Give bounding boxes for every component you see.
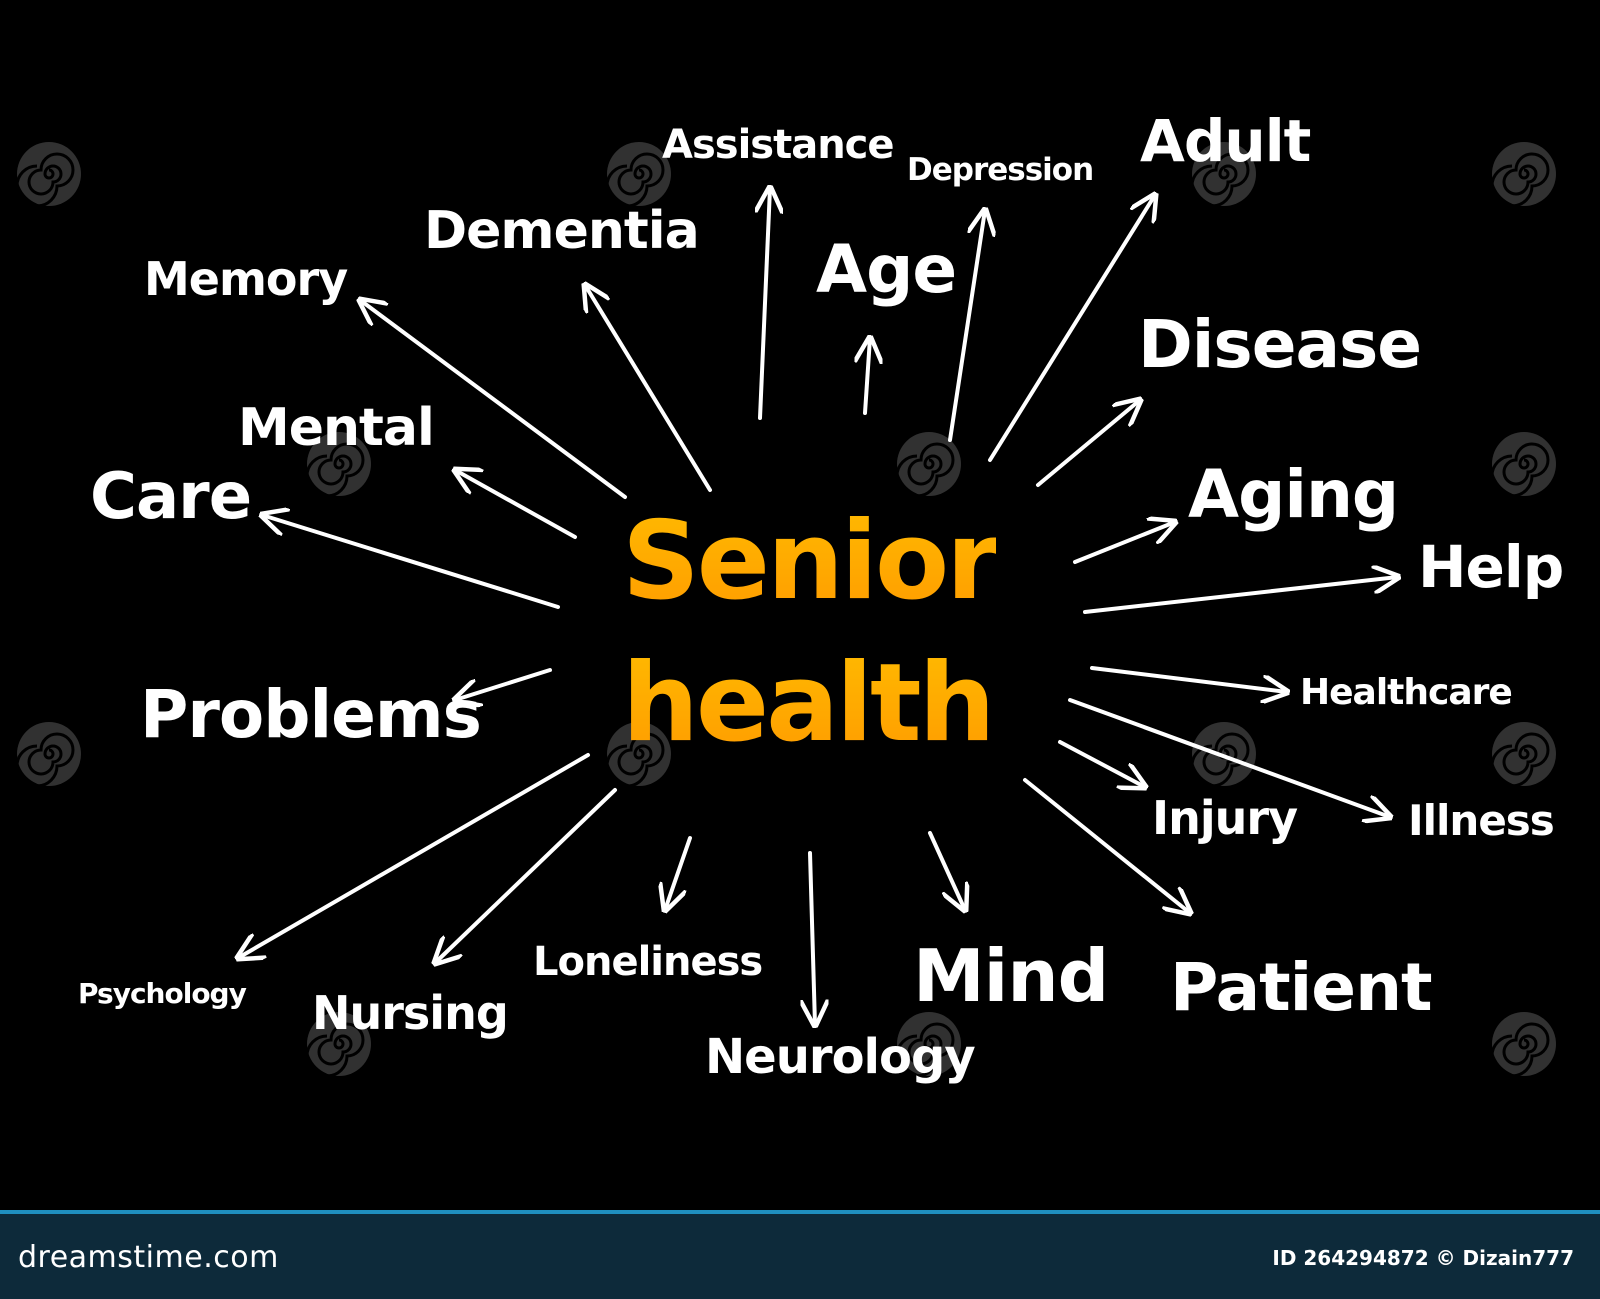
term-disease: Disease — [1138, 306, 1422, 383]
footer-stripe — [0, 1210, 1600, 1214]
arrow-nursing — [435, 788, 617, 963]
arrow-care — [262, 515, 560, 609]
spiral-logo-icon — [605, 722, 671, 788]
term-neurology: Neurology — [705, 1029, 976, 1085]
arrows-layer — [0, 0, 1600, 1210]
spiral-logo-icon — [895, 1012, 961, 1078]
arrow-memory — [360, 300, 627, 499]
arrow-mental — [455, 470, 577, 539]
spiral-logo-icon — [15, 142, 81, 208]
arrow-help — [1083, 577, 1398, 614]
term-adult: Adult — [1140, 107, 1311, 175]
spiral-logo-icon — [1190, 722, 1256, 788]
term-assistance: Assistance — [662, 122, 895, 168]
arrow-age — [865, 338, 870, 415]
arrow-psychology — [238, 753, 590, 958]
mind-map-canvas: Senior health Assistance Depression Adul… — [0, 0, 1600, 1210]
footer-site-name[interactable]: dreamstime.com — [18, 1240, 279, 1275]
arrow-problems — [455, 668, 552, 700]
arrow-illness — [1068, 698, 1390, 817]
spiral-logo-icon — [1490, 432, 1556, 498]
arrow-mind — [928, 831, 965, 910]
term-healthcare: Healthcare — [1300, 672, 1513, 713]
term-dementia: Dementia — [424, 201, 700, 261]
term-psychology: Psychology — [78, 977, 247, 1010]
spiral-logo-icon — [305, 432, 371, 498]
footer-image-id: ID 264294872 © Dizain777 — [1272, 1246, 1574, 1270]
term-mind: Mind — [913, 934, 1109, 1018]
term-help: Help — [1418, 533, 1564, 601]
term-memory: Memory — [144, 252, 348, 306]
spiral-logo-icon — [1490, 1012, 1556, 1078]
term-depression: Depression — [907, 152, 1094, 188]
spiral-logo-icon — [1490, 722, 1556, 788]
spiral-logo-icon — [1490, 142, 1556, 208]
arrow-disease — [1036, 400, 1140, 487]
term-age: Age — [816, 231, 957, 308]
arrow-assistance — [760, 188, 770, 420]
arrow-injury — [1058, 740, 1145, 787]
footer-bar: dreamstime.com ID 264294872 © Dizain777 — [0, 1210, 1600, 1299]
arrow-depression — [948, 210, 985, 442]
spiral-logo-icon — [605, 142, 671, 208]
arrow-patient — [1023, 778, 1190, 913]
spiral-logo-icon — [15, 722, 81, 788]
term-nursing: Nursing — [312, 986, 509, 1040]
arrow-aging — [1073, 522, 1175, 564]
term-problems: Problems — [140, 676, 482, 753]
arrow-dementia — [585, 285, 712, 492]
term-patient: Patient — [1170, 949, 1433, 1026]
arrow-adult — [988, 195, 1155, 462]
arrow-loneliness — [665, 836, 692, 910]
central-topic-line2: health — [622, 641, 996, 766]
term-illness: Illness — [1408, 796, 1555, 845]
term-care: Care — [90, 460, 252, 534]
term-aging: Aging — [1188, 456, 1399, 533]
term-loneliness: Loneliness — [533, 939, 763, 985]
spiral-logo-icon — [305, 1012, 371, 1078]
spiral-logo-icon — [1190, 142, 1256, 208]
term-injury: Injury — [1152, 791, 1298, 845]
arrow-neurology — [810, 851, 815, 1025]
arrow-healthcare — [1090, 666, 1287, 692]
central-topic-line1: Senior — [622, 499, 999, 624]
term-mental: Mental — [238, 398, 435, 458]
spiral-logo-icon — [895, 432, 961, 498]
